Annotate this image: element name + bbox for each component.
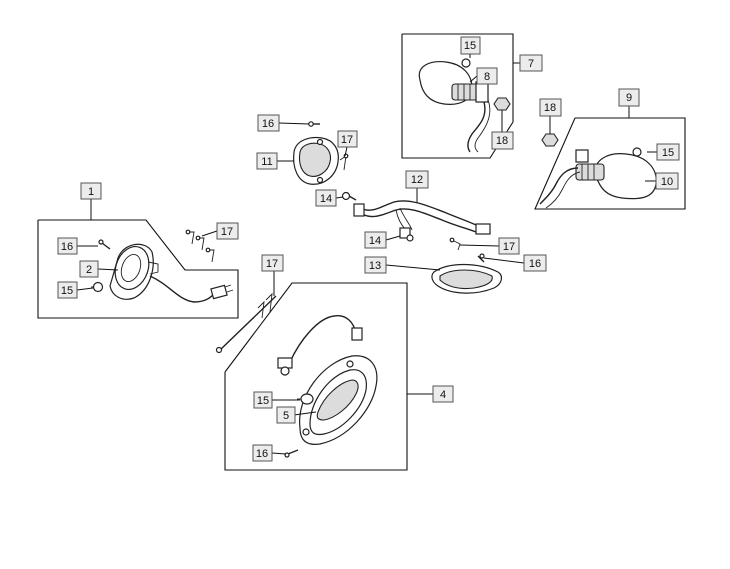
callout-15-rear: 15 bbox=[253, 391, 273, 409]
callout-11: 11 bbox=[256, 152, 278, 170]
callout-8: 8 bbox=[476, 67, 498, 85]
clip-17-lamp-11 bbox=[339, 153, 349, 171]
bulb-15-signal-7 bbox=[461, 58, 471, 68]
lamp-11 bbox=[293, 136, 339, 185]
svg-text:17: 17 bbox=[266, 258, 278, 270]
svg-text:11: 11 bbox=[261, 156, 272, 168]
lamp-13 bbox=[431, 263, 503, 294]
frame-group-9 bbox=[534, 117, 686, 210]
callout-15-signal-7: 15 bbox=[460, 36, 481, 55]
callout-17-harness: 17 bbox=[498, 237, 520, 255]
lamp-2 bbox=[109, 243, 159, 300]
socket-14-upper bbox=[341, 191, 357, 201]
svg-text:18: 18 bbox=[544, 102, 556, 114]
callout-17-lamp-11: 17 bbox=[337, 130, 358, 148]
callout-4: 4 bbox=[432, 385, 454, 403]
bulb-15-rear bbox=[297, 393, 314, 405]
frame-group-4 bbox=[224, 282, 408, 471]
svg-text:1: 1 bbox=[88, 186, 94, 198]
rod-17-rear bbox=[215, 292, 277, 354]
bulb-15-signal-10 bbox=[632, 147, 642, 157]
nut-18-signal-9 bbox=[541, 133, 559, 147]
callout-14-upper: 14 bbox=[315, 189, 337, 207]
callout-16-lamp: 16 bbox=[57, 237, 78, 255]
svg-text:15: 15 bbox=[464, 40, 476, 52]
svg-text:14: 14 bbox=[369, 235, 381, 247]
callout-17-rear: 17 bbox=[261, 254, 284, 272]
svg-text:5: 5 bbox=[283, 410, 289, 422]
callout-16-lamp-11: 16 bbox=[257, 114, 280, 132]
screw-16-lamp bbox=[98, 239, 111, 250]
svg-text:15: 15 bbox=[662, 147, 674, 159]
callout-15-lamp: 15 bbox=[57, 281, 78, 299]
svg-text:4: 4 bbox=[440, 389, 446, 401]
svg-text:16: 16 bbox=[262, 118, 274, 130]
clip-17-harness bbox=[449, 237, 461, 251]
svg-text:17: 17 bbox=[341, 134, 353, 146]
svg-text:18: 18 bbox=[496, 135, 508, 147]
svg-text:17: 17 bbox=[221, 226, 233, 238]
wire-lamp-2 bbox=[149, 275, 215, 303]
callout-18-signal-7: 18 bbox=[491, 131, 514, 150]
svg-text:15: 15 bbox=[61, 285, 73, 297]
screw-16-rear bbox=[284, 449, 299, 458]
nut-18-signal-7 bbox=[493, 97, 511, 111]
svg-text:16: 16 bbox=[256, 448, 268, 460]
callout-9: 9 bbox=[618, 88, 640, 107]
callout-5: 5 bbox=[276, 406, 296, 424]
callout-10: 10 bbox=[655, 172, 679, 190]
harness-12 bbox=[359, 200, 479, 227]
wire-turn-signal-10 bbox=[539, 167, 579, 205]
callout-14-lower: 14 bbox=[364, 231, 387, 249]
svg-text:16: 16 bbox=[529, 258, 541, 270]
connector-lamp-2 bbox=[210, 284, 234, 300]
socket-14-lower bbox=[399, 227, 414, 242]
callout-16-rear: 16 bbox=[252, 444, 273, 462]
callout-12: 12 bbox=[405, 170, 429, 189]
wire-rear-lamp bbox=[289, 315, 357, 363]
callout-7: 7 bbox=[519, 54, 543, 72]
svg-text:16: 16 bbox=[61, 241, 73, 253]
svg-text:2: 2 bbox=[86, 264, 92, 276]
svg-text:14: 14 bbox=[320, 193, 332, 205]
svg-text:10: 10 bbox=[661, 176, 673, 188]
leader-lines bbox=[76, 46, 657, 455]
svg-text:15: 15 bbox=[257, 395, 269, 407]
callout-2: 2 bbox=[79, 260, 99, 278]
callout-16-lamp-13: 16 bbox=[523, 254, 547, 272]
rear-lamp-5 bbox=[299, 355, 378, 445]
svg-text:12: 12 bbox=[411, 174, 423, 186]
screw-16-lamp-13 bbox=[477, 253, 485, 263]
clips-17-lamp bbox=[185, 229, 215, 263]
socket-rear-lamp bbox=[277, 327, 363, 376]
callout-17-lamp: 17 bbox=[216, 222, 239, 240]
callout-18-signal-9: 18 bbox=[539, 98, 562, 117]
svg-text:8: 8 bbox=[484, 71, 490, 83]
frame-group-1 bbox=[37, 219, 239, 319]
turn-signal-7 bbox=[418, 61, 489, 105]
svg-text:17: 17 bbox=[503, 241, 515, 253]
wire-turn-signal-7 bbox=[467, 101, 486, 153]
svg-text:7: 7 bbox=[528, 58, 534, 70]
screw-16-lamp-11 bbox=[308, 121, 320, 127]
callout-13: 13 bbox=[364, 256, 387, 274]
callout-1: 1 bbox=[80, 182, 102, 200]
bulb-15-lamp bbox=[91, 281, 104, 293]
turn-signal-10 bbox=[575, 149, 657, 200]
callout-15-signal-10: 15 bbox=[656, 143, 680, 161]
svg-text:13: 13 bbox=[369, 260, 381, 272]
svg-text:9: 9 bbox=[626, 92, 632, 104]
